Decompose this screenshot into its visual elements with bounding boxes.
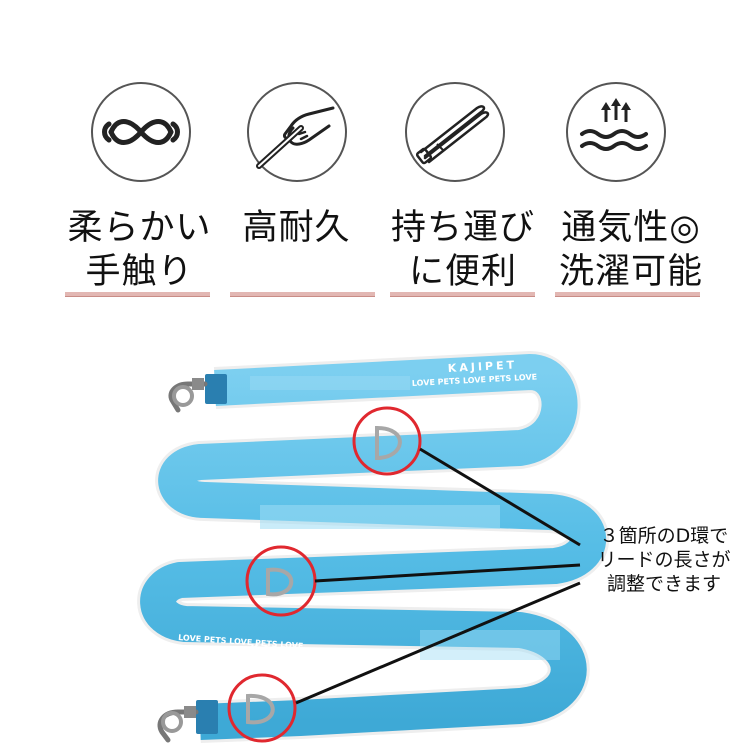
strap-pattern: [250, 376, 410, 390]
feature-label-durable: 高耐久: [242, 208, 351, 248]
top-snap-hook: [168, 374, 227, 413]
feature-divider: [555, 292, 700, 297]
feature-divider: [390, 292, 535, 297]
soft-touch-icon: [91, 82, 191, 182]
strap-pattern: [260, 505, 500, 529]
d-ring-annotation: ３箇所のD環で リードの長さが 調整できます: [597, 525, 731, 595]
strap-print-brand: KAJIPET: [447, 358, 517, 375]
hand-holding-leash-icon: [247, 82, 347, 182]
feature-divider: [230, 292, 375, 297]
d-ring: [246, 693, 275, 725]
strap-print-brand: KAJIPET: [250, 642, 320, 660]
d-ring-highlight: [352, 406, 422, 476]
pointer-line: [419, 447, 581, 547]
strap-pattern: [420, 630, 560, 660]
feature-divider: [65, 292, 210, 297]
pointer-line: [295, 581, 581, 705]
breathable-washable-icon: [566, 82, 666, 182]
feature-label-portable: 持ち運び に便利: [390, 208, 535, 292]
bottom-snap-hook: [157, 700, 218, 743]
d-ring: [266, 567, 294, 597]
folded-leash-icon: [405, 82, 505, 182]
d-ring-highlight: [227, 673, 297, 743]
d-ring: [375, 425, 402, 461]
pointer-line: [314, 563, 581, 583]
feature-label-soft: 柔らかい 手触り: [67, 208, 212, 292]
feature-label-washable: 通気性◎ 洗濯可能: [558, 208, 703, 292]
